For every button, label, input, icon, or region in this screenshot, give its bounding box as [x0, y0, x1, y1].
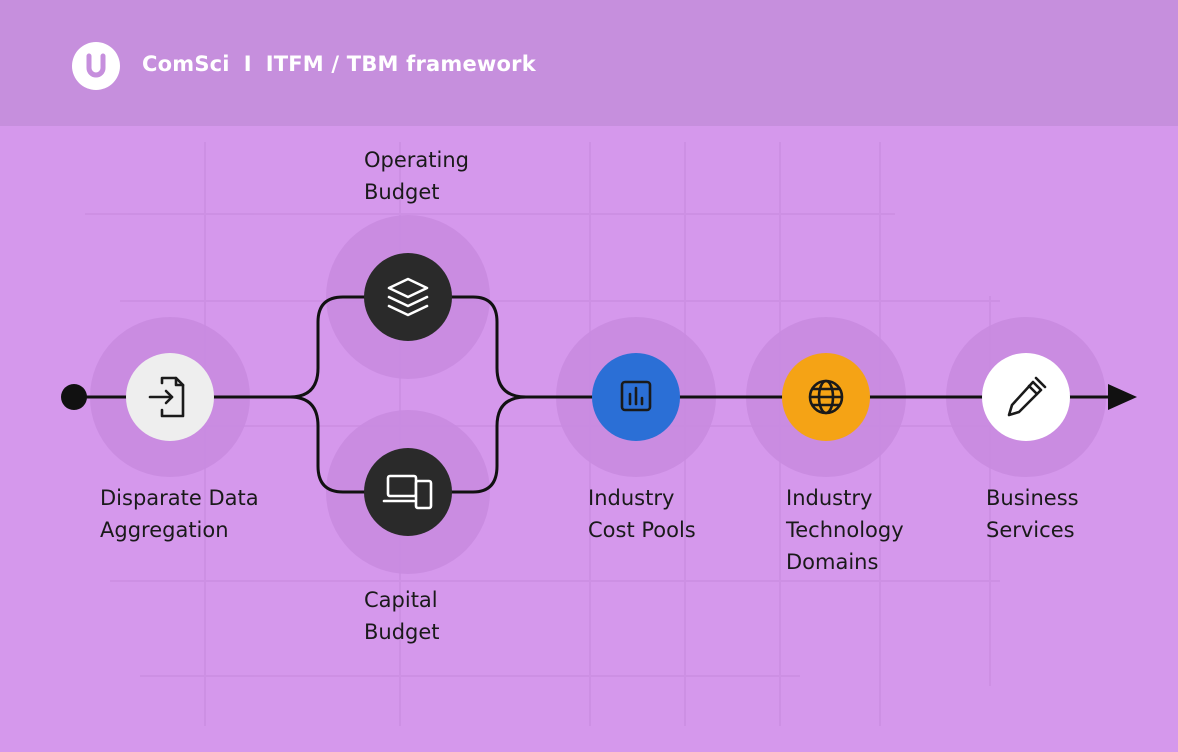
- brand-title: ComSci I ITFM / TBM framework: [142, 52, 536, 76]
- label-capital: Capital Budget: [364, 588, 440, 644]
- logo-u-icon: [86, 53, 106, 78]
- pen-icon: [1007, 376, 1047, 417]
- label-business-services: Business Services: [986, 486, 1079, 542]
- brand-name: ComSci: [142, 52, 230, 76]
- devices-icon: [382, 474, 433, 510]
- label-operating: Operating Budget: [364, 148, 469, 204]
- node-operating: [364, 253, 452, 341]
- start-dot: [61, 384, 87, 410]
- comsci-logo: [72, 42, 120, 90]
- label-tech-domains: Industry Technology Domains: [786, 486, 904, 574]
- brand-separator: I: [243, 52, 252, 76]
- node-disparate: [126, 353, 214, 441]
- file-import-icon: [148, 376, 185, 418]
- node-tech-domains: [782, 353, 870, 441]
- framework-title: ITFM / TBM framework: [265, 52, 536, 76]
- node-business-services: [982, 353, 1070, 441]
- node-cost-pools: [592, 353, 680, 441]
- node-capital: [364, 448, 452, 536]
- layers-icon: [387, 277, 429, 317]
- label-disparate: Disparate Data Aggregation: [100, 486, 259, 542]
- bar-chart-icon: [620, 380, 652, 412]
- label-cost-pools: Industry Cost Pools: [588, 486, 696, 542]
- globe-icon: [808, 379, 844, 415]
- header-band: ComSci I ITFM / TBM framework: [0, 0, 1178, 126]
- end-arrow: [1108, 384, 1137, 410]
